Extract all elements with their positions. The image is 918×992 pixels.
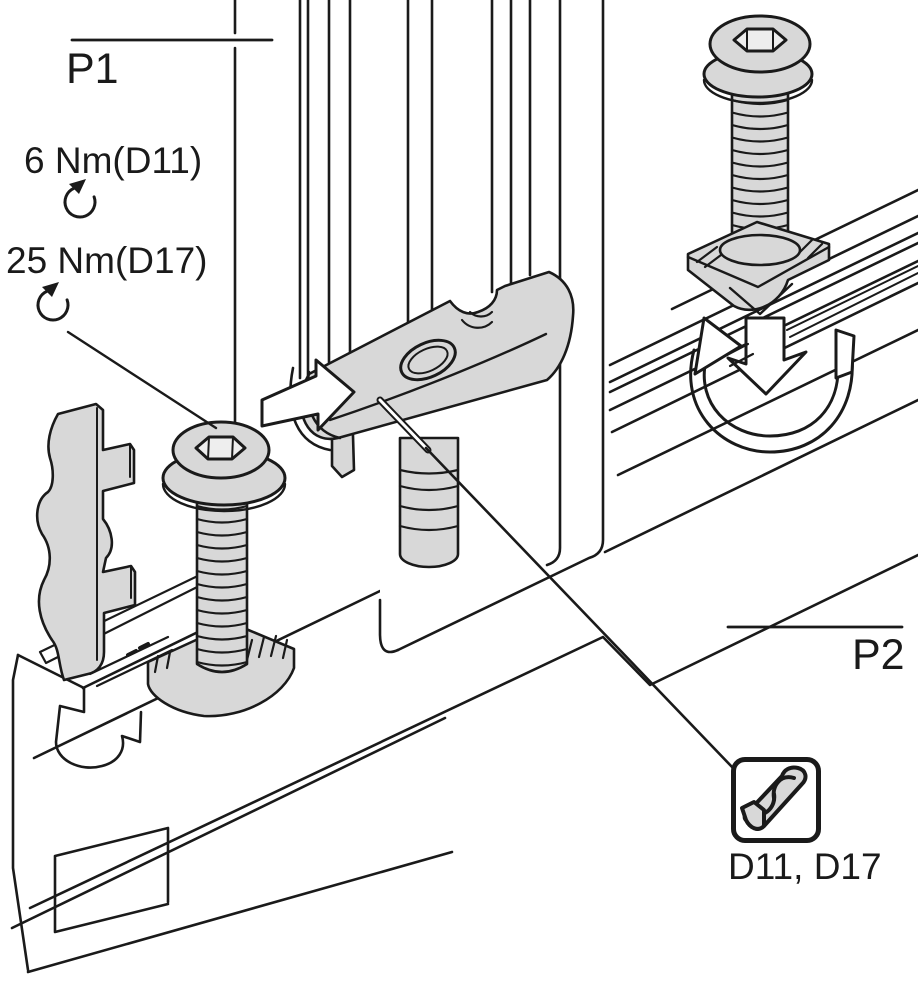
- hex-socket: [194, 435, 247, 461]
- t-nut-d11: [686, 220, 831, 316]
- drill-bit-icon: [731, 757, 821, 843]
- torque-rotation-icon-1: [63, 179, 97, 219]
- insert-arrow: [260, 358, 356, 432]
- connector-bracket: [289, 270, 575, 479]
- torque-rotation-icon-2: [36, 282, 70, 322]
- label-profile-p1: P1: [66, 45, 119, 93]
- center-bolt: [398, 436, 460, 569]
- torque-leader: [66, 330, 218, 430]
- strut-grooves: [233, 0, 605, 654]
- hex-socket: [732, 27, 788, 53]
- tool-leader: [424, 446, 735, 770]
- rail-cut-end: [11, 653, 170, 972]
- cover-clip: [35, 402, 137, 682]
- screw-d17: [161, 420, 287, 674]
- label-torque-6nm: 6 Nm(D11): [24, 140, 203, 181]
- label-torque-25nm: 25 Nm(D17): [6, 240, 208, 281]
- bracket-body: [299, 270, 575, 441]
- label-rules: [70, 38, 904, 629]
- label-profile-p2: P2: [852, 631, 905, 679]
- label-tool-codes: D11, D17: [728, 846, 882, 887]
- bracket-hole: [399, 338, 457, 382]
- leader-lines: [66, 330, 735, 770]
- rotate-arrow-ribbon: [689, 316, 856, 454]
- screw-d11-assembly: [686, 14, 856, 454]
- press-down-arrow: [726, 316, 808, 396]
